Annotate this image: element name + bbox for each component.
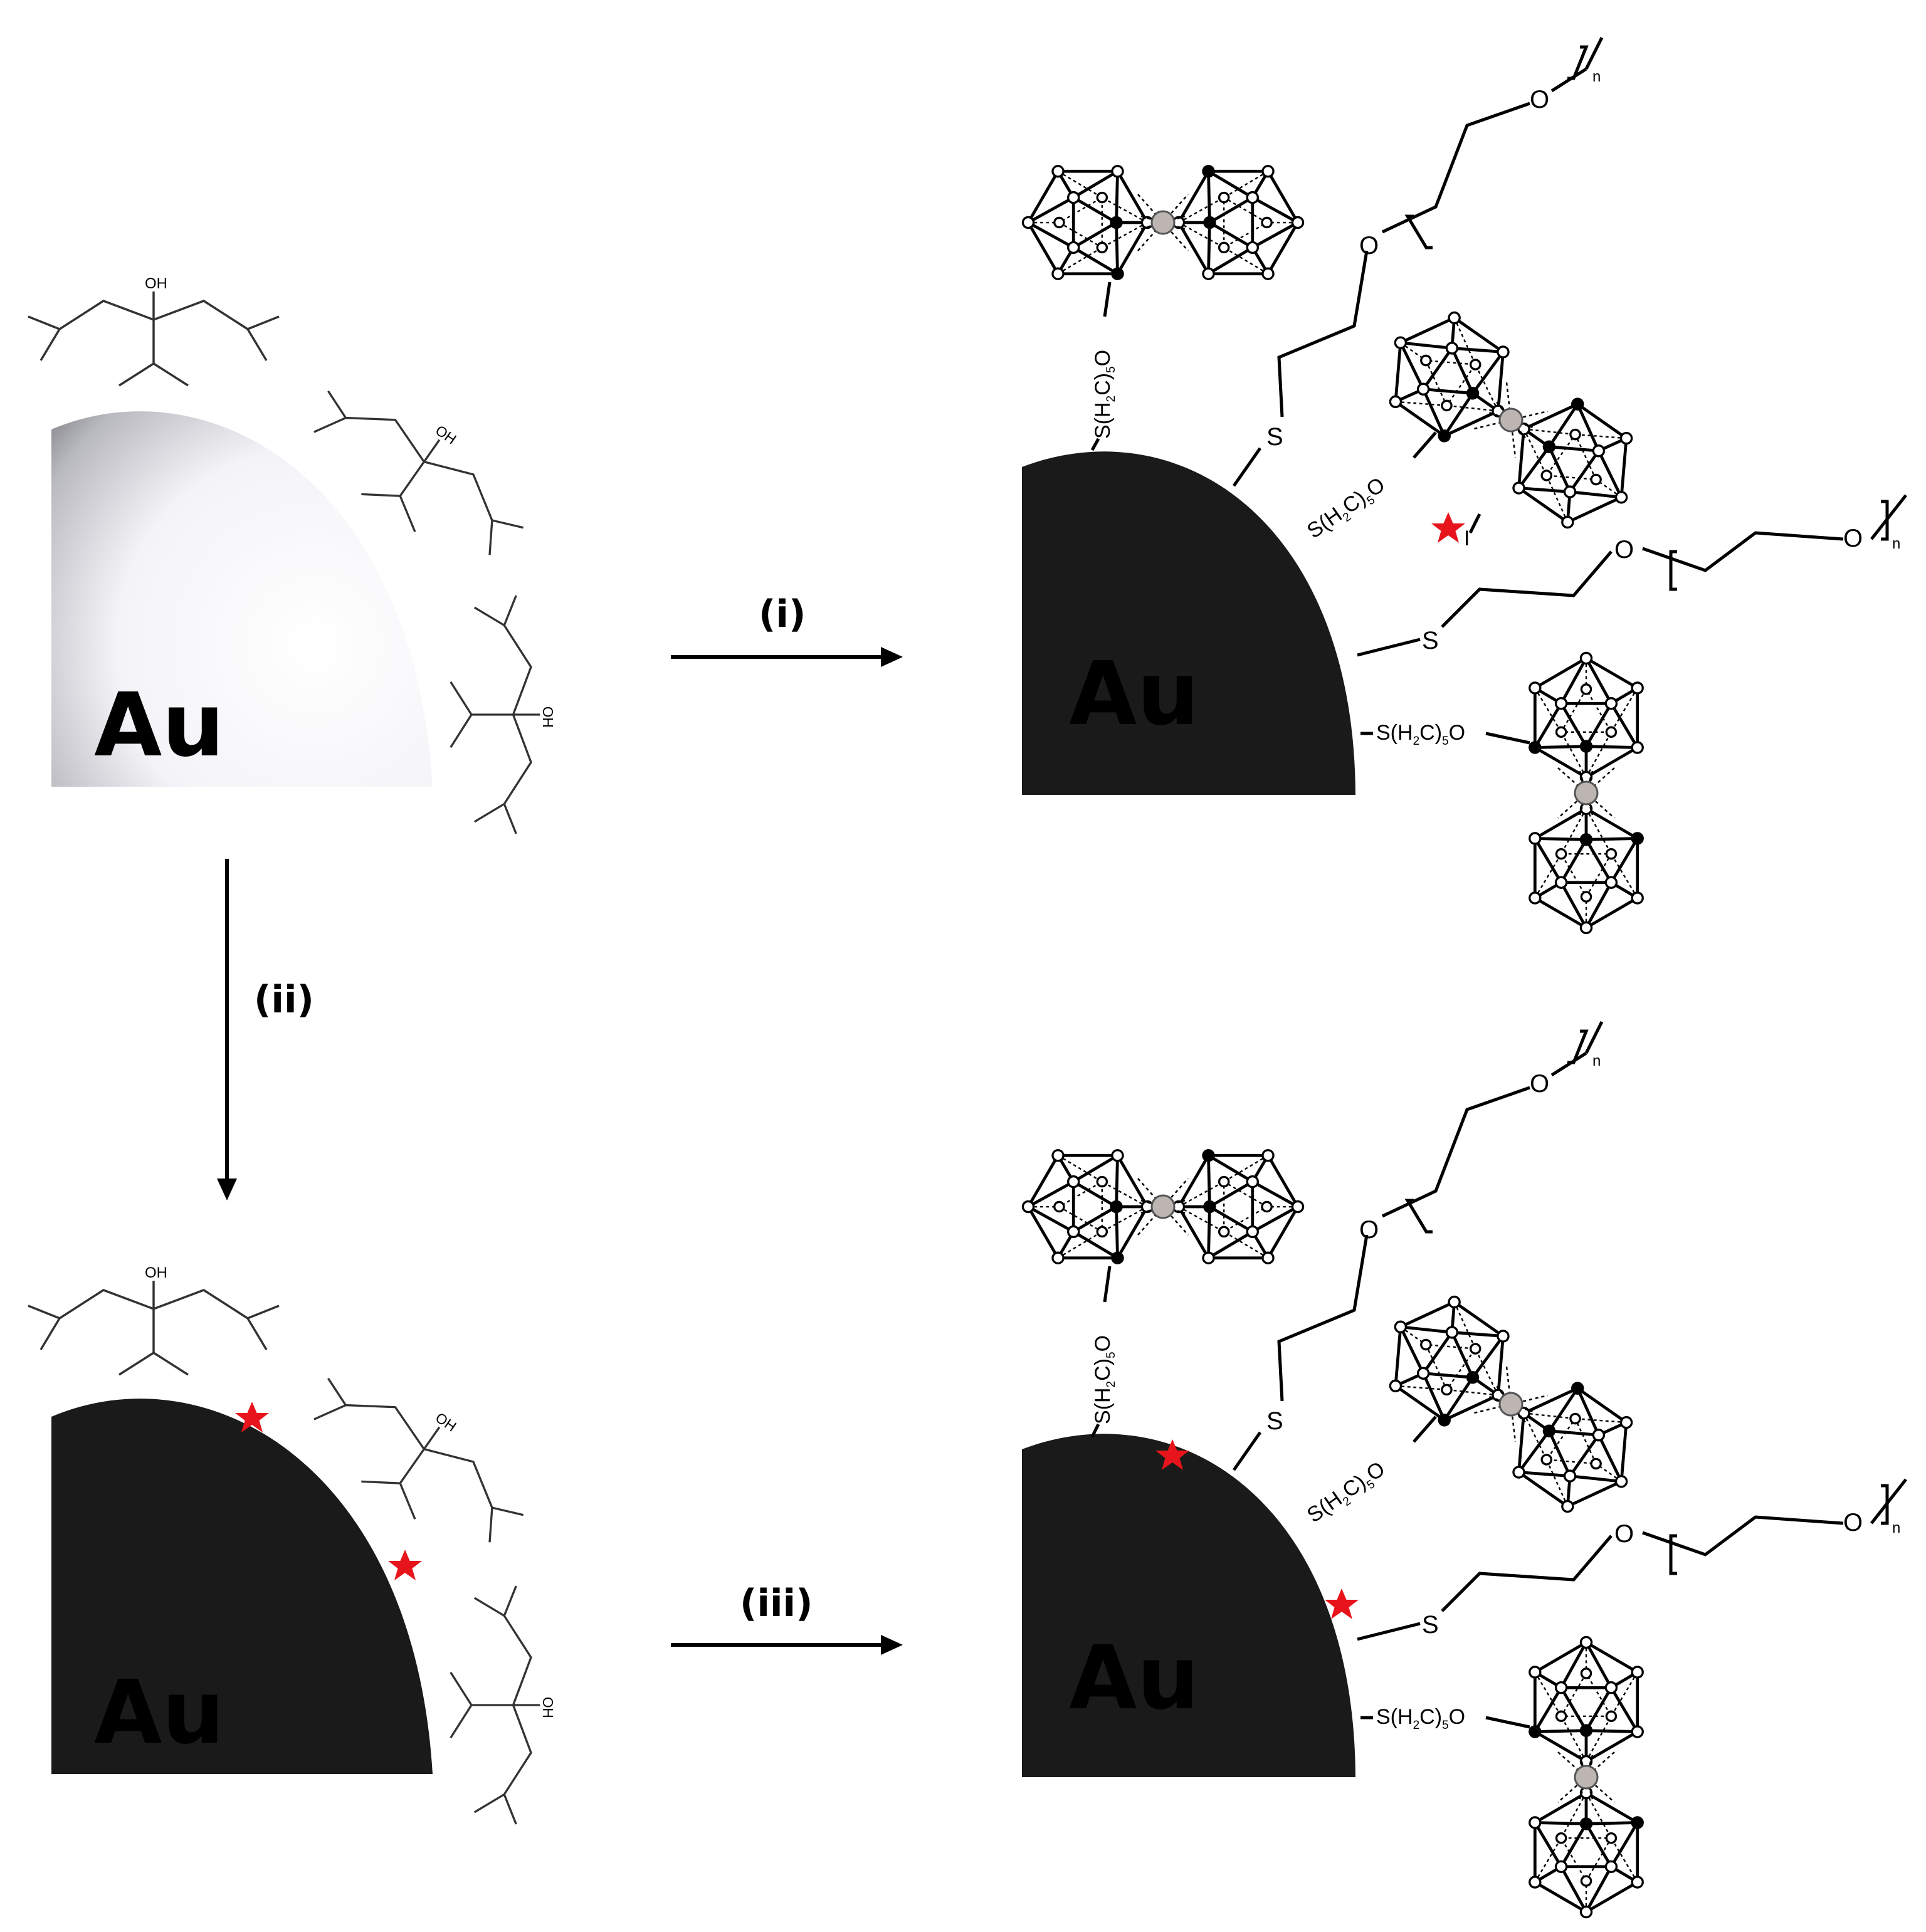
step-label-ii: (ii) xyxy=(254,978,314,1022)
panel-functionalised-marked-au: Au S(H2C)5O S O O n S(H2C)5O S O O n S(H… xyxy=(1022,1021,1907,1918)
thiol-linker-label: S(H2C)5O xyxy=(1376,1705,1465,1732)
sulfur-atom: S xyxy=(1266,1407,1283,1435)
panel-marked-au: Au xyxy=(27,1263,557,1825)
cobaltacarborane-cluster xyxy=(1530,1637,1643,1917)
gold-nanoparticle xyxy=(51,1399,433,1774)
oxygen-atom: O xyxy=(1530,86,1549,113)
oxygen-atom: O xyxy=(1843,1509,1863,1536)
oxygen-atom: O xyxy=(1359,232,1379,260)
repeat-index: n xyxy=(1592,68,1601,85)
panel-functionalised-au: Au S(H2C)5O S O O n S(H2C)5O I S O O xyxy=(1022,36,1907,933)
repeat-index: n xyxy=(1892,1520,1900,1536)
arrow-step-iii: (iii) xyxy=(671,1582,903,1655)
cobaltacarborane-cluster xyxy=(1364,293,1658,547)
citrate-ligand xyxy=(27,1263,280,1376)
oxygen-atom: O xyxy=(1843,525,1863,552)
panel-citrate-au: Au xyxy=(27,274,557,835)
au-label: Au xyxy=(94,1662,224,1764)
thiol-linker-label: S(H2C)5O xyxy=(1376,721,1465,748)
oxygen-atom: O xyxy=(1614,536,1634,564)
marker-star xyxy=(1431,512,1465,543)
marker-star xyxy=(1325,1588,1359,1619)
au-label: Au xyxy=(94,675,224,777)
cobaltacarborane-cluster xyxy=(1023,166,1303,280)
gold-nanoparticle xyxy=(1022,1434,1355,1777)
cobaltacarborane-cluster xyxy=(1530,653,1643,933)
iodine-atom: I xyxy=(1464,527,1470,550)
thiol-linker-label: S(H2C)5O xyxy=(1091,1335,1118,1424)
sulfur-atom: S xyxy=(1422,1611,1439,1639)
sulfur-atom: S xyxy=(1266,423,1283,451)
citrate-ligand xyxy=(450,1585,557,1825)
repeat-index: n xyxy=(1892,535,1900,552)
thiol-linker-label: S(H2C)5O xyxy=(1091,350,1118,439)
thiol-linker-label: S(H2C)5O xyxy=(1303,473,1391,546)
cobaltacarborane-cluster xyxy=(1364,1278,1658,1531)
arrow-step-ii: (ii) xyxy=(217,859,314,1200)
oxygen-atom: O xyxy=(1359,1216,1379,1244)
gold-nanoparticle xyxy=(51,411,433,787)
sulfur-atom: S xyxy=(1422,627,1439,654)
oxygen-atom: O xyxy=(1530,1070,1549,1098)
gold-nanoparticle xyxy=(1022,451,1355,795)
citrate-ligand xyxy=(27,274,280,387)
cobaltacarborane-cluster xyxy=(1023,1150,1303,1264)
au-label: Au xyxy=(1069,1627,1199,1730)
thiol-linker-label: S(H2C)5O xyxy=(1303,1457,1391,1530)
citrate-ligand xyxy=(450,594,557,835)
step-label-i: (i) xyxy=(759,592,806,636)
au-label: Au xyxy=(1069,643,1199,745)
oxygen-atom: O xyxy=(1614,1520,1634,1548)
arrow-step-i: (i) xyxy=(671,592,903,667)
marker-star xyxy=(388,1550,422,1580)
step-label-iii: (iii) xyxy=(740,1582,813,1625)
repeat-index: n xyxy=(1592,1053,1601,1069)
